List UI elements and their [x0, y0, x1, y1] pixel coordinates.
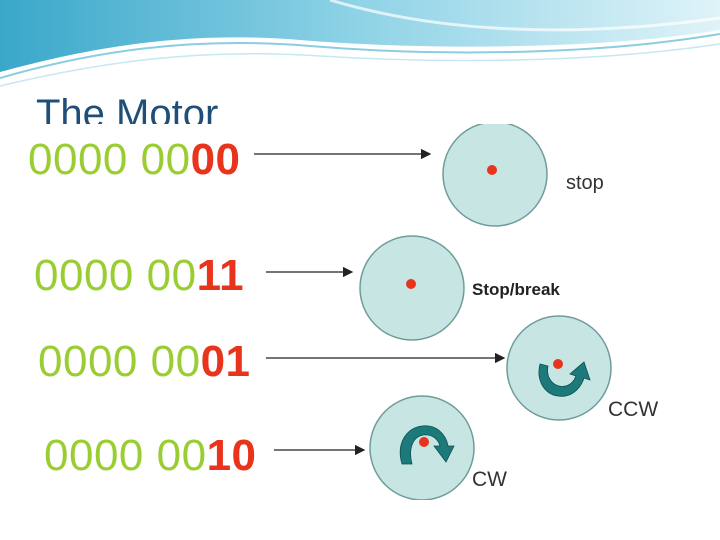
bit-pattern-high: 0000 00	[38, 337, 201, 386]
motor-states-figure: 0000 0000 0000 0011 0000 0001 0000 0010 …	[18, 124, 698, 500]
motor-disc-ccw	[506, 315, 612, 421]
bit-pattern-ccw: 0000 0001	[38, 340, 251, 384]
dot-icon	[406, 279, 416, 289]
dot-icon	[419, 437, 429, 447]
bit-pattern-cw: 0000 0010	[44, 434, 257, 478]
dot-icon	[487, 165, 497, 175]
state-label-ccw: CCW	[608, 398, 659, 421]
bit-pattern-high: 0000 00	[44, 431, 207, 480]
dot-icon	[553, 359, 563, 369]
state-label-stop-break: Stop/break	[472, 280, 560, 299]
bit-pattern-low: 00	[190, 135, 241, 184]
bit-pattern-stop-break: 0000 0011	[34, 254, 244, 298]
state-label-cw: CW	[472, 468, 507, 491]
bit-pattern-stop: 0000 0000	[28, 138, 241, 182]
bit-pattern-low: 11	[196, 251, 245, 300]
slide-title: The Motor	[36, 92, 219, 124]
motor-disc-stop	[442, 124, 548, 227]
bit-pattern-low: 01	[200, 337, 251, 386]
motor-disc-stop-break	[359, 235, 465, 341]
motor-disc-cw	[369, 395, 475, 500]
rotate-cw-icon	[399, 425, 455, 465]
motor-states-diagram	[254, 124, 612, 500]
state-label-stop: stop	[566, 172, 604, 194]
rotate-ccw-icon	[538, 361, 591, 397]
bit-pattern-high: 0000 00	[28, 135, 191, 184]
bit-pattern-low: 10	[206, 431, 257, 480]
bit-pattern-high: 0000 00	[34, 251, 197, 300]
header-wave-decoration	[0, 0, 720, 87]
